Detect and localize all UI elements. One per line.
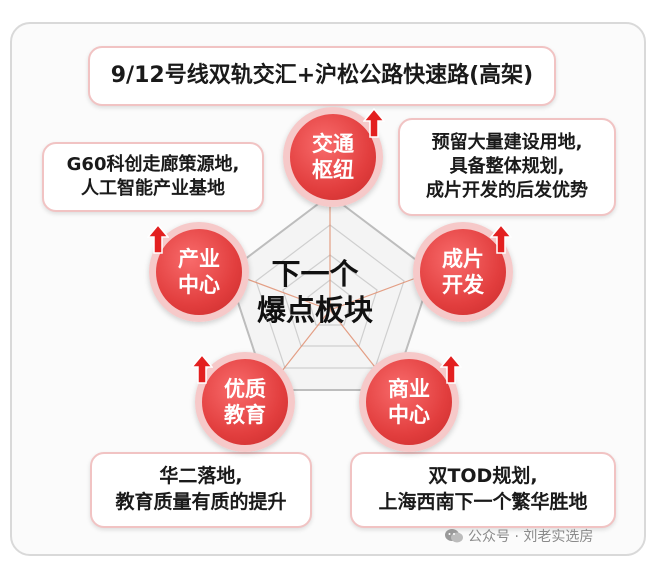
callout-education: 华二落地, 教育质量有质的提升: [90, 452, 312, 528]
up-arrow-icon: [191, 354, 213, 384]
callout-transport: 9/12号线双轨交汇+沪松公路快速路(高架): [88, 46, 556, 106]
callout-develop: 预留大量建设用地, 具备整体规划, 成片开发的后发优势: [398, 118, 616, 216]
watermark: 公众号 · 刘老实选房: [444, 526, 593, 546]
node-commerce: 商业 中心: [359, 352, 459, 452]
up-arrow-icon: [147, 224, 169, 254]
node-transport: 交通 枢纽: [283, 107, 383, 207]
wechat-icon: [445, 529, 463, 543]
up-arrow-icon: [363, 108, 385, 138]
node-industry: 产业 中心: [149, 222, 249, 322]
watermark-text: 公众号 · 刘老实选房: [468, 529, 594, 545]
callout-industry: G60科创走廊策源地, 人工智能产业基地: [42, 142, 264, 212]
node-education: 优质 教育: [195, 352, 295, 452]
up-arrow-icon: [440, 354, 462, 384]
callout-commerce: 双TOD规划, 上海西南下一个繁华胜地: [350, 452, 616, 528]
up-arrow-icon: [490, 224, 512, 254]
center-title: 下一个 爆点板块: [256, 257, 373, 328]
